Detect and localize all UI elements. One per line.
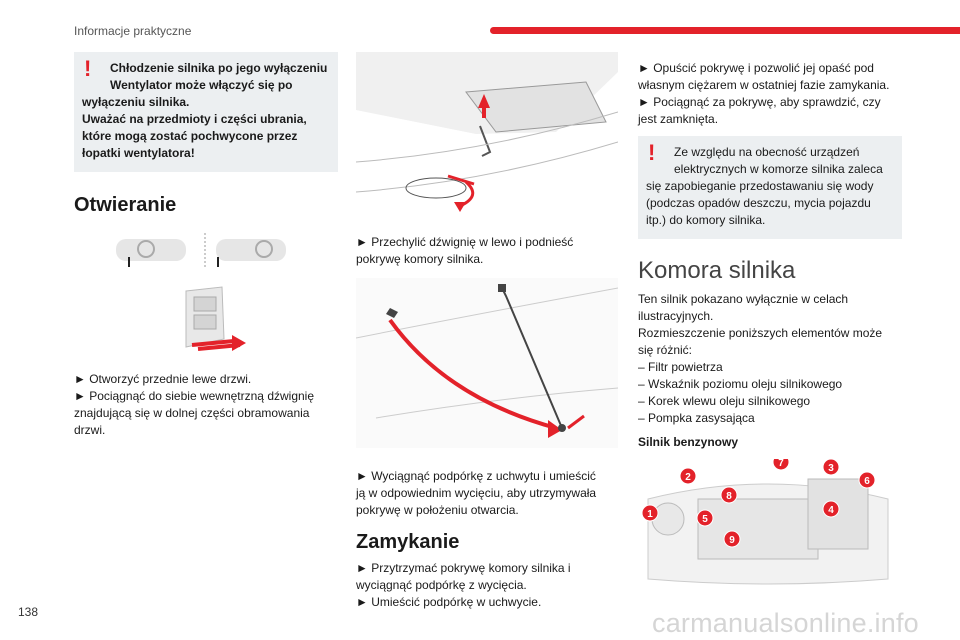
list-item: – Pompka zasysająca — [638, 411, 755, 425]
engine-marker-3: 3 — [828, 463, 834, 474]
list-item: – Filtr powietrza — [638, 360, 723, 374]
heading-otwieranie: Otwieranie — [74, 194, 177, 216]
figure-bonnet-latch — [356, 52, 618, 212]
engine-marker-4: 4 — [828, 505, 834, 516]
column-3: ► Opuścić pokrywę i pozwolić jej opaść p… — [638, 52, 902, 589]
step-prop-rod-cont: ją w odpowiednim wycięciu, aby utrzymywa… — [356, 486, 597, 500]
intro-text: Ten silnik pokazano wyłącznie w celach — [638, 292, 849, 306]
warning-line: Chłodzenie silnika po jego wyłączeniu — [110, 61, 328, 75]
column-1: ! Chłodzenie silnika po jego wyłączeniu … — [74, 52, 338, 439]
warning-line: Ze względu na obecność urządzeń — [674, 145, 860, 159]
step-tilt-lever-cont: pokrywę komory silnika. — [356, 252, 484, 266]
list-item: – Korek wlewu oleju silnikowego — [638, 394, 811, 408]
dashboard-lhd-illustration — [116, 239, 186, 267]
warning-line: elektrycznych w komorze silnika zaleca — [674, 162, 883, 176]
step-pull-lever-cont: drzwi. — [74, 423, 106, 437]
header-red-bar — [490, 27, 960, 34]
warning-line: się zapobieganie przedostawaniu się wody — [646, 179, 874, 193]
engine-marker-1: 1 — [647, 509, 653, 520]
engine-marker-9: 9 — [729, 535, 735, 546]
warning-line: które mogą zostać pochwycone przez — [82, 129, 298, 143]
intro-text: się różnić: — [638, 343, 693, 357]
column-2: ► Przechylić dźwignię w lewo i podnieść … — [356, 52, 618, 611]
warning-box-water: ! Ze względu na obecność urządzeń elektr… — [638, 136, 902, 239]
step-open-door: ► Otworzyć przednie lewe drzwi. — [74, 372, 252, 386]
warning-line: (podczas opadów deszczu, mycia pojazdu — [646, 196, 871, 210]
page-header-title: Informacje praktyczne — [74, 24, 192, 38]
list-item: – Wskaźnik poziomu oleju silnikowego — [638, 377, 843, 391]
step-prop-rod: ► Wyciągnąć podpórkę z uchwytu i umieści… — [356, 469, 596, 483]
step-prop-rod-cont: pokrywę w położeniu otwarcia. — [356, 503, 519, 517]
warning-line: itp.) do komory silnika. — [646, 213, 766, 227]
engine-marker-8: 8 — [726, 491, 732, 502]
warning-icon: ! — [84, 56, 92, 81]
step-tilt-lever: ► Przechylić dźwignię w lewo i podnieść — [356, 235, 574, 249]
watermark: carmanualsonline.info — [652, 608, 919, 638]
warning-box-fan: ! Chłodzenie silnika po jego wyłączeniu … — [74, 52, 338, 172]
warning-line: Wentylator może włączyć się po — [110, 78, 293, 92]
step-stow-rod: ► Umieścić podpórkę w uchwycie. — [356, 595, 542, 609]
engine-marker-7: 7 — [778, 459, 784, 469]
warning-line: łopatki wentylatora! — [82, 146, 195, 160]
step-pull-lever-cont: znajdującą się w dolnej części obramowan… — [74, 406, 310, 420]
step-check-closed-cont: jest zamknięta. — [638, 112, 719, 126]
step-check-closed: ► Pociągnąć za pokrywę, aby sprawdzić, c… — [638, 95, 881, 109]
step-lower-bonnet: ► Opuścić pokrywę i pozwolić jej opaść p… — [638, 61, 874, 75]
step-hold-bonnet: ► Przytrzymać pokrywę komory silnika i — [356, 561, 571, 575]
figure-bonnet-prop — [356, 278, 618, 448]
step-pull-lever: ► Pociągnąć do siebie wewnętrzną dźwigni… — [74, 389, 315, 403]
intro-text: Rozmieszczenie poniższych elementów może — [638, 326, 883, 340]
warning-icon: ! — [648, 140, 656, 165]
step-hold-bonnet-cont: wyciągnąć podpórkę z wycięcia. — [356, 578, 527, 592]
intro-text: ilustracyjnych. — [638, 309, 714, 323]
step-lower-bonnet-cont: własnym ciężarem w ostatniej fazie zamyk… — [638, 78, 890, 92]
engine-marker-6: 6 — [864, 476, 870, 487]
dashboard-rhd-illustration — [216, 239, 286, 267]
warning-line: wyłączeniu silnika. — [82, 95, 190, 109]
engine-marker-5: 5 — [702, 514, 708, 525]
heading-zamykanie: Zamykanie — [356, 531, 460, 553]
heading-komora-silnika: Komora silnika — [638, 257, 796, 284]
engine-marker-2: 2 — [685, 472, 691, 483]
page-number: 138 — [18, 605, 39, 619]
bonnet-release-lever — [185, 286, 246, 351]
figure-dashboard-lever — [116, 233, 286, 351]
subheading-petrol-engine: Silnik benzynowy — [638, 435, 739, 449]
figure-engine-bay: 1 2 3 4 5 6 7 8 9 — [638, 459, 902, 589]
warning-line: Uważać na przedmioty i części ubrania, — [82, 112, 307, 126]
